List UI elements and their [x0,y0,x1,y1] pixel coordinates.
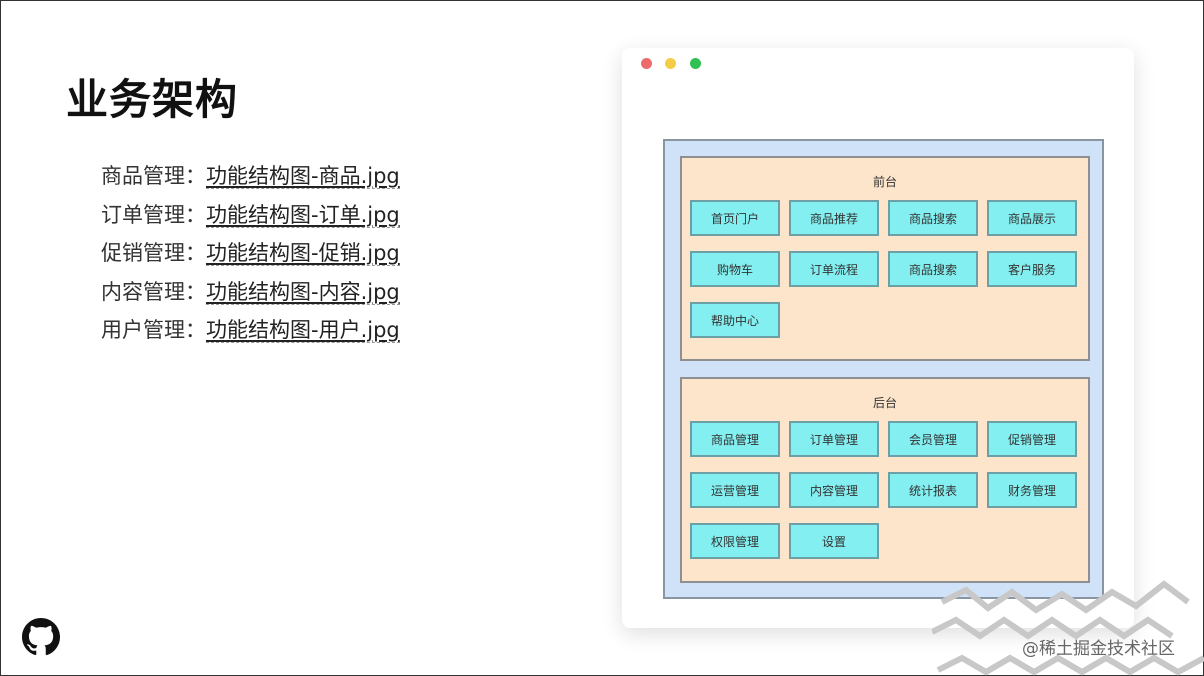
link-user-diagram[interactable]: 功能结构图-用户.jpg [206,318,400,343]
window-maximize-dot [690,58,701,69]
link-product-diagram[interactable]: 功能结构图-商品.jpg [206,164,400,189]
link-label: 内容管理： [101,279,206,304]
module-box: 客户服务 [987,251,1077,287]
module-box: 首页门户 [690,200,780,236]
link-promotion-diagram[interactable]: 功能结构图-促销.jpg [206,241,400,266]
watermark: @稀土掘金技术社区 [1022,639,1175,659]
module-box: 商品推荐 [789,200,879,236]
link-list: 商品管理：功能结构图-商品.jpg 订单管理：功能结构图-订单.jpg 促销管理… [101,158,400,351]
page-title: 业务架构 [66,75,239,124]
image-window: 前台 首页门户 商品推荐 商品搜索 商品展示 购物车 订单流程 商品搜索 客户服… [622,48,1134,628]
zigzag-decoration [932,580,1204,676]
link-label: 订单管理： [101,202,206,227]
module-box: 设置 [789,523,879,559]
module-box: 商品管理 [690,421,780,457]
architecture-diagram: 前台 首页门户 商品推荐 商品搜索 商品展示 购物车 订单流程 商品搜索 客户服… [663,139,1104,599]
link-label: 商品管理： [101,164,206,188]
backend-section: 后台 商品管理 订单管理 会员管理 促销管理 运营管理 内容管理 统计报表 财务… [680,377,1090,583]
frontend-section: 前台 首页门户 商品推荐 商品搜索 商品展示 购物车 订单流程 商品搜索 客户服… [680,156,1090,361]
link-row-order: 订单管理：功能结构图-订单.jpg [101,197,400,236]
module-box: 商品展示 [987,200,1077,236]
link-order-diagram[interactable]: 功能结构图-订单.jpg [206,202,400,228]
module-box: 权限管理 [690,523,780,559]
module-box: 会员管理 [888,421,978,457]
module-box: 订单流程 [789,251,879,287]
link-row-content: 内容管理：功能结构图-内容.jpg [101,274,400,313]
module-box: 商品搜索 [888,251,978,287]
window-close-dot [641,58,652,69]
frontend-modules: 首页门户 商品推荐 商品搜索 商品展示 购物车 订单流程 商品搜索 客户服务 帮… [690,200,1077,338]
window-minimize-dot [665,58,676,69]
github-icon[interactable] [22,618,60,656]
backend-modules: 商品管理 订单管理 会员管理 促销管理 运营管理 内容管理 统计报表 财务管理 … [690,421,1077,559]
module-box: 商品搜索 [888,200,978,236]
link-row-user: 用户管理：功能结构图-用户.jpg [101,312,400,351]
module-box: 购物车 [690,251,780,287]
module-box: 促销管理 [987,421,1077,457]
backend-title: 后台 [872,396,897,410]
module-box: 订单管理 [789,421,879,457]
link-row-product: 商品管理：功能结构图-商品.jpg [101,158,400,197]
link-row-promotion: 促销管理：功能结构图-促销.jpg [101,235,400,274]
module-box: 内容管理 [789,472,879,508]
frontend-title: 前台 [872,175,897,189]
link-label: 促销管理： [101,241,206,265]
module-box: 财务管理 [987,472,1077,508]
link-content-diagram[interactable]: 功能结构图-内容.jpg [206,279,400,305]
module-box: 统计报表 [888,472,978,508]
link-label: 用户管理： [101,318,206,342]
module-box: 运营管理 [690,472,780,508]
module-box: 帮助中心 [690,302,780,338]
